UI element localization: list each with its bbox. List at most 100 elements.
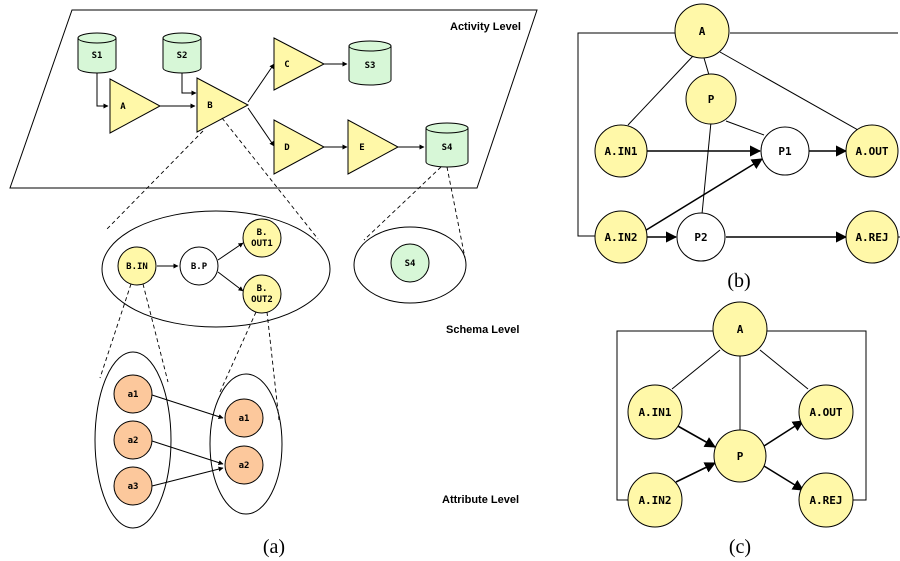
activity-b-label: B [207, 101, 213, 111]
node-b-a-in1: A.IN1 [594, 124, 648, 178]
attribute-left-a2-label: a2 [128, 436, 139, 446]
node-c-a-label: A [737, 323, 744, 336]
edge-b-c [247, 63, 275, 103]
edge-a1-a1 [151, 394, 224, 419]
activity-d-label: D [284, 143, 290, 153]
attribute-group-left [94, 351, 172, 529]
edge-c-p-arej [763, 465, 804, 491]
panel-c-outer-edge-right [766, 330, 867, 501]
node-b-p1: P1 [760, 126, 810, 176]
node-c-p-label: P [737, 450, 744, 463]
schema-node-b-out2-label-2: OUT2 [251, 295, 273, 305]
panel-c-outer-edge-left [616, 330, 714, 501]
edge-a3-a2 [151, 466, 224, 487]
panel-a: Activity Level S1 S2 S3 [9, 9, 538, 558]
edge-s1-a [96, 70, 109, 109]
node-c-a-rej-label: A.REJ [809, 494, 842, 507]
node-b-a-out: A.OUT [845, 124, 899, 178]
zoom-line-bin-right [142, 283, 169, 383]
activity-level-label: Activity Level [450, 21, 521, 33]
panel-b-caption: (b) [727, 270, 750, 292]
activity-level-plane [9, 9, 538, 189]
recordset-s2: S2 [162, 32, 202, 74]
node-c-a-out: A.OUT [798, 384, 854, 440]
recordset-s2-label: S2 [177, 51, 188, 61]
node-b-a-in2-label: A.IN2 [604, 231, 637, 244]
node-c-a: A [712, 301, 768, 357]
schema-node-b-p: B.P [179, 246, 219, 286]
attribute-right-a2-label: a2 [239, 461, 250, 471]
zoom-line-bout2-left [219, 311, 257, 393]
edge-a-p [703, 57, 710, 76]
edge-c-a-aout [759, 349, 809, 390]
schema-node-b-p-label: B.P [191, 262, 208, 272]
attribute-right-a1-label: a1 [239, 414, 250, 424]
schema-node-b-out1: B. OUT1 [242, 218, 282, 258]
recordset-s4: S4 [425, 122, 469, 168]
activity-a-label: A [120, 102, 126, 112]
attribute-left-a1-label: a1 [128, 390, 139, 400]
attribute-group-right [209, 373, 283, 515]
recordset-s1: S1 [77, 32, 117, 74]
attribute-left-a2: a2 [113, 420, 153, 460]
edge-a2-a2 [151, 440, 224, 465]
attribute-right-a1: a1 [224, 398, 264, 438]
edge-c-a-ain1 [671, 349, 721, 390]
node-b-a: A [674, 3, 730, 59]
edge-p-p1 [725, 120, 765, 136]
node-b-p-label: P [708, 93, 715, 106]
zoom-line-bout2-right [266, 311, 280, 421]
schema-node-s4-label: S4 [405, 259, 416, 269]
recordset-s3: S3 [348, 40, 392, 86]
node-b-a-in2: A.IN2 [594, 210, 648, 264]
node-b-a-label: A [699, 25, 706, 38]
attribute-left-a3: a3 [113, 466, 153, 506]
node-b-p: P [685, 73, 737, 125]
edge-s2-b [181, 70, 197, 96]
zoom-line-bin-left [99, 283, 132, 379]
attribute-right-a2: a2 [224, 445, 264, 485]
edge-c-ain1-p [675, 424, 716, 448]
activity-d: D [273, 119, 326, 175]
node-b-a-out-label: A.OUT [855, 145, 888, 158]
panel-b: A P A.IN1 P1 A.OUT A.IN2 P2 A.REJ [577, 3, 900, 292]
node-c-a-out-label: A.OUT [809, 406, 842, 419]
activity-b: B [196, 77, 250, 133]
schema-level-label: Schema Level [446, 324, 519, 336]
edge-c-ain2-p [675, 462, 717, 483]
node-c-a-in1: A.IN1 [627, 384, 683, 440]
edge-a-aout [719, 51, 859, 131]
attribute-left-a3-label: a3 [128, 482, 139, 492]
activity-e-label: E [359, 143, 364, 153]
activity-c-label: C [284, 60, 289, 70]
edge-ain2-p1 [642, 158, 763, 233]
edge-c-p-aout [763, 420, 804, 447]
activity-c: C [273, 37, 326, 91]
edge-bp-bout2 [217, 271, 244, 292]
zoom-line-b-left [106, 130, 204, 230]
schema-node-b-out1-label-1: B. [257, 228, 268, 238]
node-c-a-in2: A.IN2 [627, 472, 683, 528]
edge-p-p2 [701, 121, 712, 215]
zoom-line-s4-left [363, 166, 442, 241]
zoom-line-b-right [221, 117, 319, 240]
node-b-a-rej: A.REJ [845, 210, 899, 264]
schema-node-b-out2-label-1: B. [257, 284, 268, 294]
node-b-p2-label: P2 [694, 231, 707, 244]
recordset-s3-label: S3 [365, 61, 376, 71]
node-c-p: P [713, 429, 767, 483]
activity-a: A [109, 78, 162, 134]
attribute-level-label: Attribute Level [442, 494, 519, 506]
edge-bp-bout1 [217, 242, 244, 261]
recordset-s1-label: S1 [92, 51, 103, 61]
node-b-a-rej-label: A.REJ [855, 231, 888, 244]
node-b-a-in1-label: A.IN1 [604, 145, 637, 158]
schema-node-b-out1-label-2: OUT1 [251, 239, 273, 249]
panel-c-caption: (c) [729, 536, 751, 558]
schema-node-s4: S4 [390, 243, 430, 283]
schema-node-b-in-label: B.IN [126, 262, 148, 272]
edge-b-d [247, 107, 275, 147]
panel-c: A A.IN1 A.OUT P A.IN2 A.REJ (c) [616, 301, 867, 558]
schema-node-b-out2: B. OUT2 [242, 274, 282, 314]
